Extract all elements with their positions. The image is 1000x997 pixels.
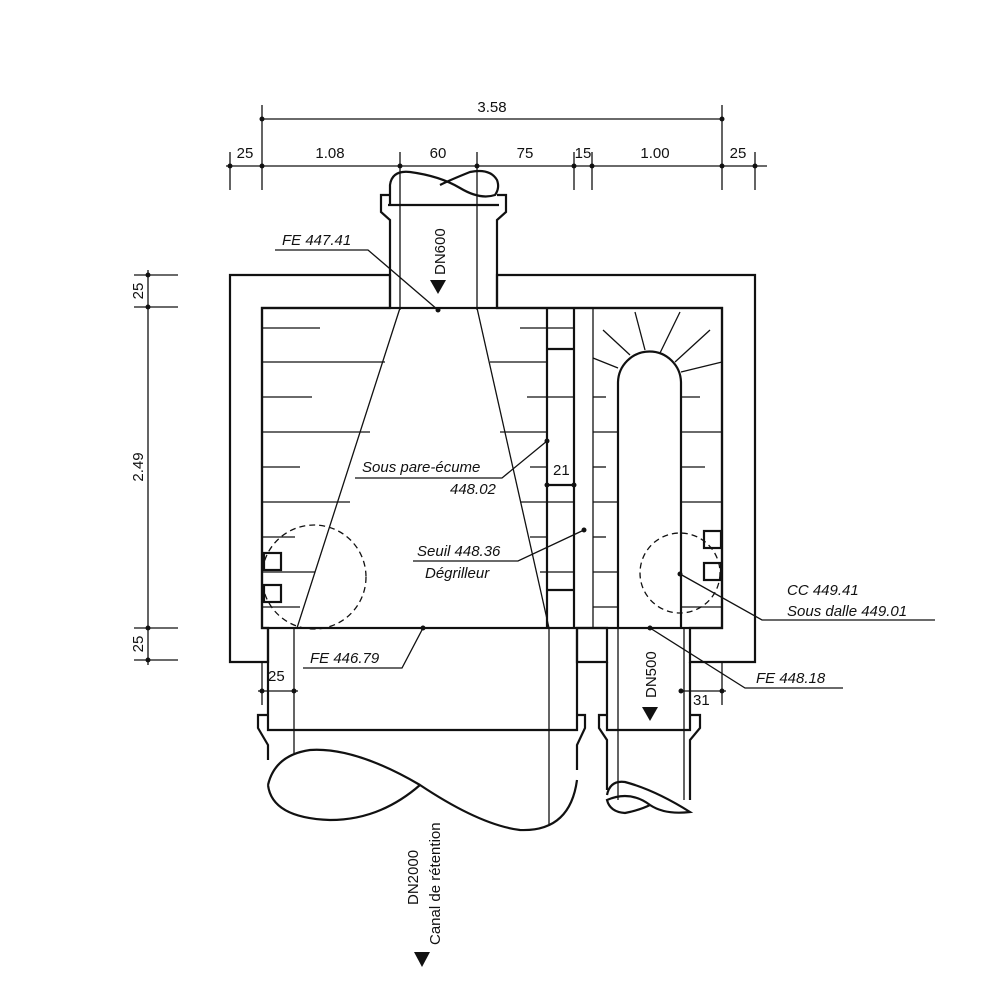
dim-height: 25 — [130, 636, 147, 653]
dim-seg: 75 — [517, 145, 534, 162]
level-cc: CC 449.41 — [787, 582, 859, 599]
level-fe-outlet-left: FE 446.79 — [310, 650, 380, 667]
outlet-pipe-large: DN2000 Canal de rétention — [256, 628, 587, 967]
flow-arrow-icon — [642, 707, 658, 721]
outlet-small-label: DN500 — [643, 651, 660, 698]
dim-seg: 60 — [430, 145, 447, 162]
dim-seg: 1.00 — [640, 145, 669, 162]
level-annotations: FE 447.41 Sous pare-écume 448.02 Seuil 4… — [275, 232, 935, 689]
dim-overall: 3.58 — [477, 99, 506, 116]
inlet-pipe-label: DN600 — [432, 228, 449, 275]
dim-seg: 25 — [237, 145, 254, 162]
outlet-large-label: DN2000 — [405, 850, 422, 905]
dim-baffle-gap: 21 — [553, 462, 570, 479]
outlet-large-desc: Canal de rétention — [427, 822, 444, 945]
outlet-pipe-small: DN500 — [597, 651, 702, 815]
dim-height: 25 — [130, 283, 147, 300]
dim-seg: 25 — [730, 145, 747, 162]
level-sous-pare-ecume-value: 448.02 — [450, 481, 497, 498]
level-degrilleur: Dégrilleur — [425, 565, 490, 582]
level-seuil: Seuil 448.36 — [417, 543, 501, 560]
detail-dimensions: 21 25 31 — [258, 462, 726, 709]
flow-arrow-icon — [414, 952, 430, 967]
height-dimensions: 25 2.49 25 — [130, 270, 178, 665]
dim-seg: 15 — [575, 145, 592, 162]
level-sous-dalle: Sous dalle 449.01 — [787, 603, 907, 620]
level-fe-inlet: FE 447.41 — [282, 232, 351, 249]
dim-seg: 1.08 — [315, 145, 344, 162]
level-fe-outlet-right: FE 448.18 — [756, 670, 826, 687]
inlet-pipe: DN600 — [379, 169, 508, 308]
top-dimensions: 3.58 25 1.08 60 75 15 1.00 25 — [226, 99, 767, 310]
chamber-interior — [261, 307, 723, 800]
dim-left-outlet: 25 — [268, 668, 285, 685]
dim-height: 2.49 — [130, 452, 147, 481]
chamber-walls — [228, 273, 757, 664]
flow-arrow-icon — [430, 280, 446, 294]
level-sous-pare-ecume: Sous pare-écume — [362, 459, 480, 476]
dim-right-outlet: 31 — [693, 692, 710, 709]
